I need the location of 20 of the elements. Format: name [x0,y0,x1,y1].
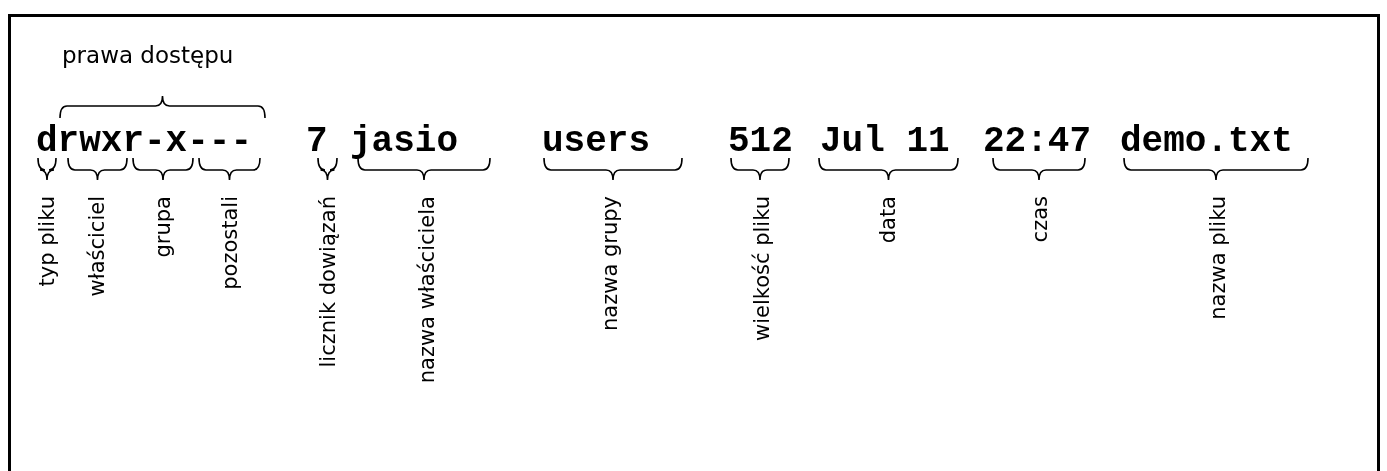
field-caption: nazwa pliku [1207,196,1229,320]
listing-field: Jul 11 [820,124,950,160]
listing-field: users [542,124,651,160]
listing-field: 512 [728,124,793,160]
field-caption: licznik dowiązań [317,196,339,368]
field-caption: czas [1029,196,1051,243]
listing-field: 22:47 [983,124,1092,160]
field-caption: pozostali [219,196,241,290]
field-caption: data [877,196,899,244]
listing-field: jasio [350,124,459,160]
listing-field: drwxr-x--- [36,124,253,160]
bracket-caption: prawa dostępu [62,44,234,67]
field-caption: właściciel [86,196,108,297]
field-caption: nazwa właściciela [416,196,438,384]
field-caption: grupa [152,196,174,258]
field-caption: typ pliku [36,196,58,287]
listing-field: 7 [306,124,328,160]
field-caption: wielkość pliku [751,196,773,341]
field-caption: nazwa grupy [599,196,621,331]
listing-field: demo.txt [1120,124,1293,160]
